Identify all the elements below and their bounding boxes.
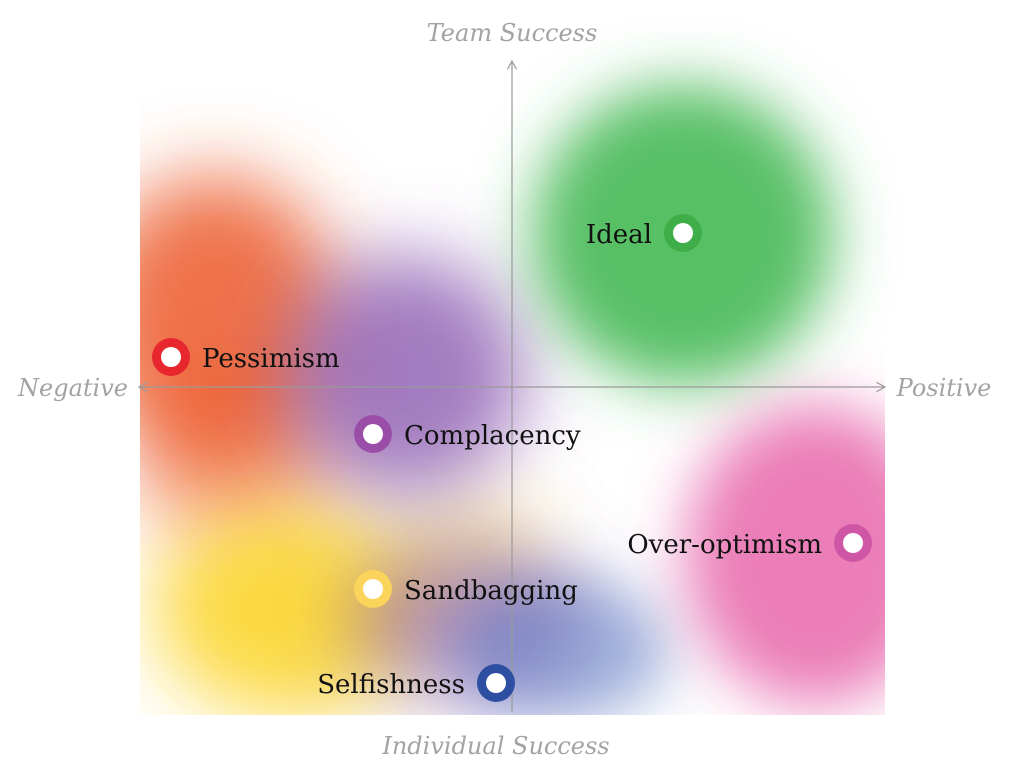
region-pink: [685, 405, 885, 705]
point-sandbagging-center: [363, 579, 383, 599]
point-over-optimism: Over-optimism: [627, 524, 872, 562]
point-pessimism-label: Pessimism: [202, 344, 340, 374]
point-sandbagging: Sandbagging: [354, 570, 578, 608]
axis-label-top: Team Success: [427, 19, 598, 47]
point-sandbagging-label: Sandbagging: [404, 576, 578, 606]
point-pessimism: Pessimism: [152, 338, 340, 376]
point-ideal-center: [673, 223, 693, 243]
region-layer: [140, 85, 885, 715]
point-pessimism-center: [161, 347, 181, 367]
point-complacency-label: Complacency: [404, 421, 581, 451]
axis-label-right: Positive: [896, 374, 992, 402]
point-selfishness: Selfishness: [317, 664, 515, 702]
point-over-optimism-label: Over-optimism: [627, 530, 822, 560]
axis-label-left: Negative: [17, 374, 128, 402]
point-ideal: Ideal: [586, 214, 702, 252]
axis-label-bottom: Individual Success: [381, 732, 609, 760]
point-selfishness-center: [486, 673, 506, 693]
axes: [140, 62, 884, 712]
point-over-optimism-center: [843, 533, 863, 553]
point-ideal-label: Ideal: [586, 220, 652, 250]
point-complacency-center: [363, 424, 383, 444]
point-selfishness-label: Selfishness: [317, 670, 465, 700]
point-complacency: Complacency: [354, 415, 581, 453]
